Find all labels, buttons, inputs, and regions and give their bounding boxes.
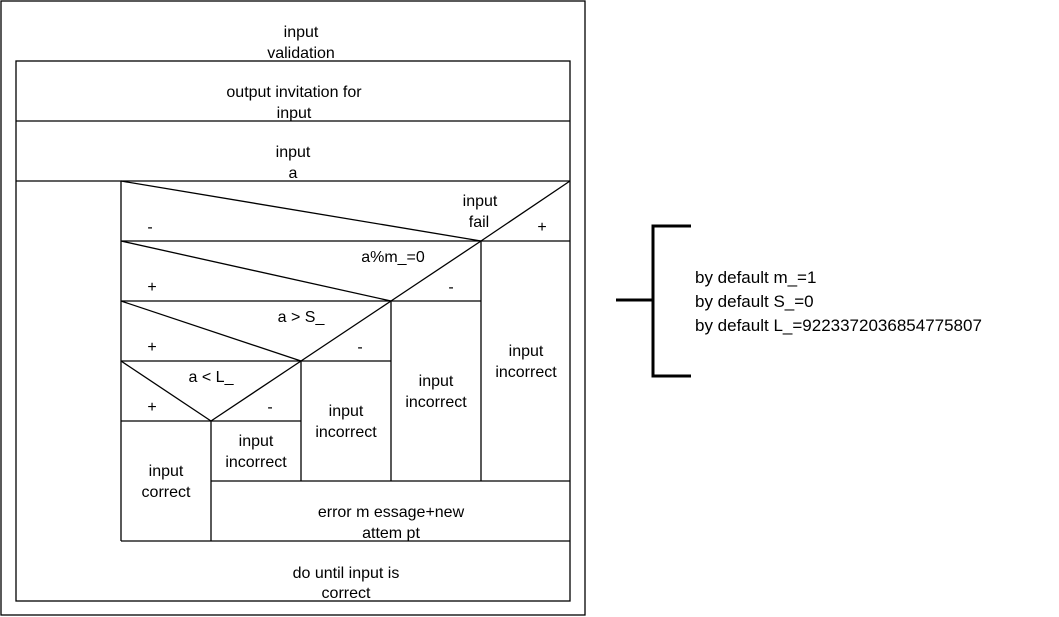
mod-minus-sign: - [448, 279, 453, 296]
annotation-line-3: by default L_=9223372036854775807 [695, 316, 982, 335]
lt-plus-sign: + [147, 399, 156, 416]
loop-block [15, 60, 571, 602]
error-step-line-1: error m essage+new [318, 504, 465, 521]
mod-diagonal-left [120, 240, 392, 302]
gt-diagonal-left [120, 300, 302, 362]
mod-diagonal-right [390, 240, 482, 302]
lt-diagonal-left [120, 360, 212, 422]
correct-line-1: input [149, 463, 184, 480]
output-step-line-2: input [277, 105, 312, 122]
incorrect-mod-line-1: input [419, 373, 454, 390]
lt-minus-sign: - [267, 399, 272, 416]
fail-diagonal-left [120, 180, 482, 242]
title-line-2: validation [267, 45, 335, 62]
incorrect-gt-line-2: incorrect [315, 424, 377, 441]
error-step-line-2: attem pt [362, 525, 420, 542]
loop-condition-line-1: do until input is [293, 565, 400, 582]
loop-condition-line-2: correct [322, 585, 371, 602]
lt-condition-label: a < L_ [189, 369, 235, 386]
title-line-1: input [284, 24, 319, 41]
incorrect-fail-line-1: input [509, 343, 544, 360]
fail-plus-sign: + [537, 219, 546, 236]
diagram-structure [0, 0, 586, 616]
incorrect-lt-line-2: incorrect [225, 454, 287, 471]
outer-frame [0, 0, 586, 616]
incorrect-fail-line-2: incorrect [495, 364, 557, 381]
gt-minus-sign: - [357, 339, 362, 356]
gt-diagonal-right [300, 300, 392, 362]
fail-condition-line-2: fail [469, 214, 489, 231]
mod-plus-sign: + [147, 279, 156, 296]
correct-line-2: correct [142, 484, 191, 501]
block-labels: input validation output invitation for i… [142, 24, 558, 602]
fail-condition-line-1: input [463, 193, 498, 210]
input-step-line-1: input [276, 144, 311, 161]
annotation-bracket [616, 224, 691, 378]
annotation-line-1: by default m_=1 [695, 268, 816, 287]
fail-diagonal-right [480, 180, 571, 242]
output-step-line-1: output invitation for [226, 84, 362, 101]
input-step-line-2: a [289, 165, 298, 182]
incorrect-lt-line-1: input [239, 433, 274, 450]
incorrect-mod-line-2: incorrect [405, 394, 467, 411]
incorrect-gt-line-1: input [329, 403, 364, 420]
annotation-line-2: by default S_=0 [695, 292, 814, 311]
fail-minus-sign: - [147, 219, 152, 236]
lt-diagonal-right [210, 360, 302, 422]
gt-condition-label: a > S_ [278, 309, 326, 326]
defaults-annotation: by default m_=1 by default S_=0 by defau… [616, 224, 982, 378]
mod-condition-label: a%m_=0 [361, 249, 425, 266]
gt-plus-sign: + [147, 339, 156, 356]
